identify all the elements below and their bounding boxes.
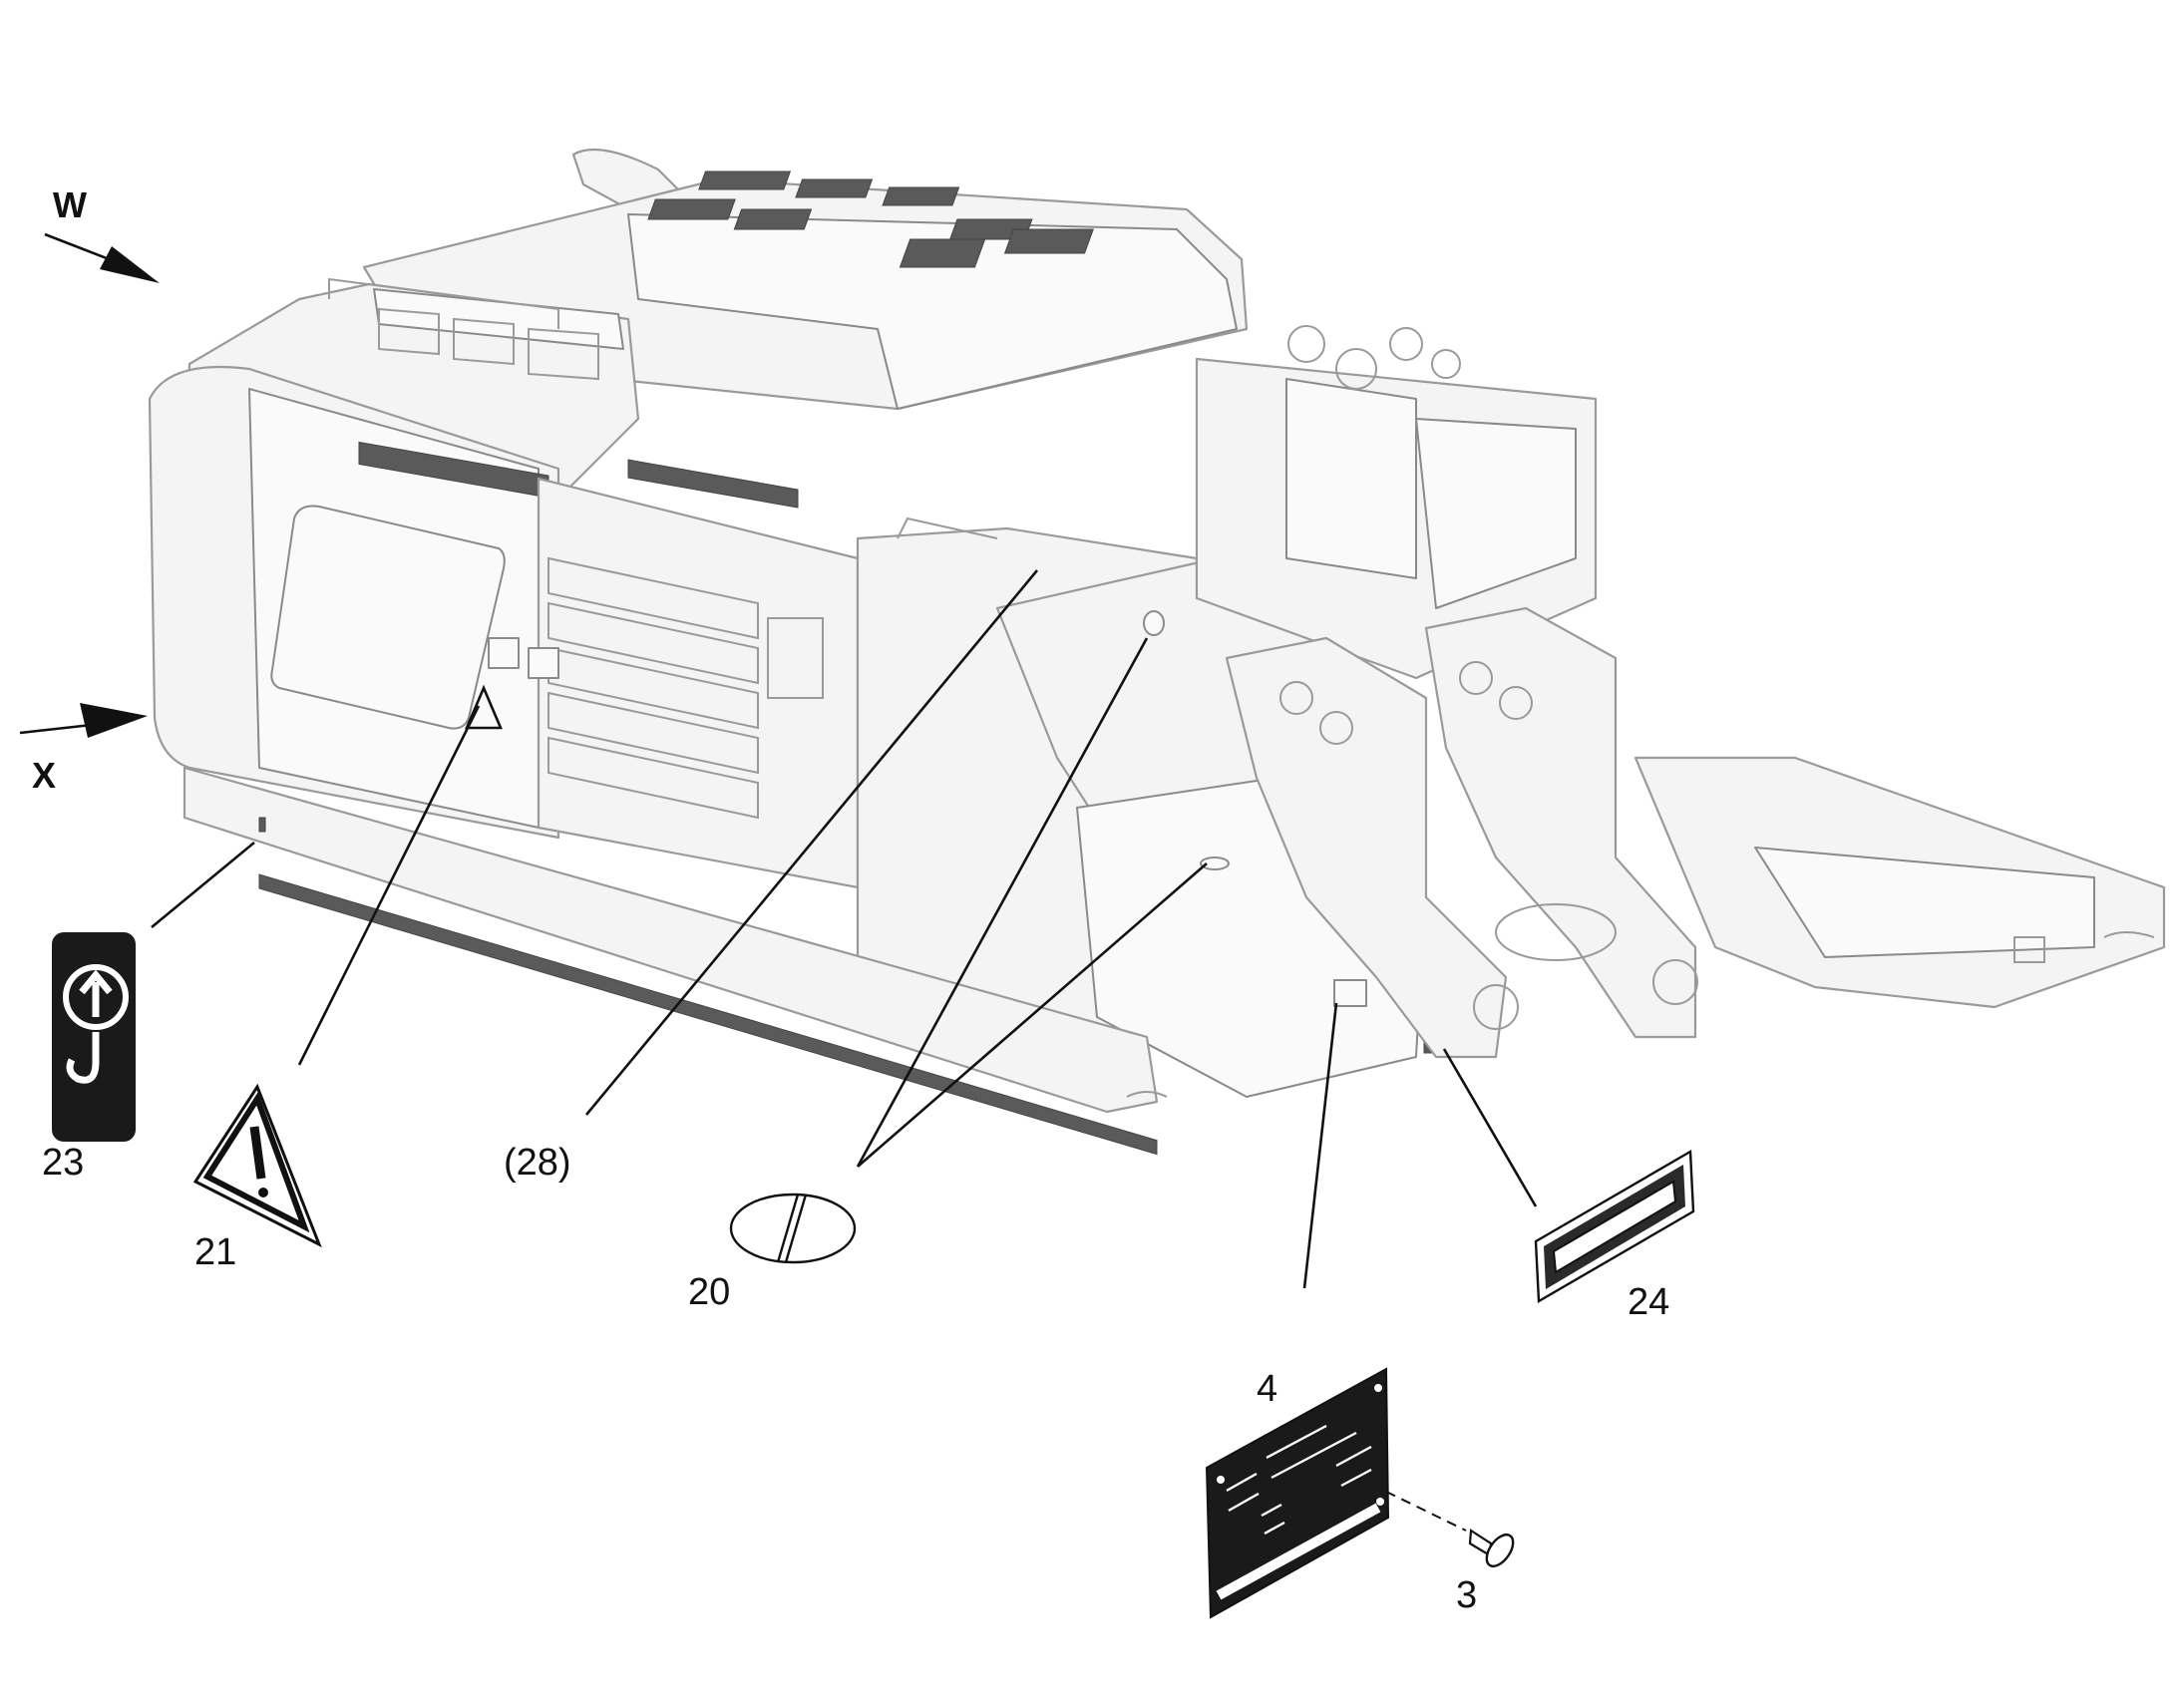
oval-marker: 20: [688, 1193, 857, 1313]
oval-marker-icon: [729, 1193, 857, 1264]
callout-20: 20: [688, 1271, 730, 1313]
arrow-head-x-icon: [80, 703, 148, 738]
type-plate: 4: [1205, 1367, 1467, 1619]
rivet-screw: 3: [1456, 1529, 1515, 1616]
type-plate-icon: [1205, 1367, 1390, 1619]
warning-sticker: 21: [192, 1083, 322, 1273]
view-arrow-w: W: [44, 184, 160, 283]
leader-lines: [151, 569, 1538, 1289]
callout-28: (28): [504, 1142, 571, 1184]
callout-21: 21: [194, 1231, 236, 1273]
view-arrow-x: X: [19, 703, 148, 796]
louvres: [547, 556, 759, 820]
callout-24: 24: [1628, 1281, 1669, 1323]
machine-drawing: [148, 148, 2166, 1156]
callout-23: 23: [42, 1142, 84, 1184]
view-arrow-x-label: X: [32, 755, 56, 796]
lifting-point-sticker: 23: [42, 932, 136, 1184]
callout-4: 4: [1257, 1368, 1277, 1410]
warning-triangle-icon: [192, 1083, 322, 1248]
view-arrow-w-label: W: [53, 184, 87, 225]
arrow-head-w-icon: [100, 246, 160, 283]
callout-3: 3: [1456, 1574, 1477, 1616]
hood-vents: [647, 171, 1094, 268]
grille-plate: 24: [1534, 1149, 1695, 1323]
